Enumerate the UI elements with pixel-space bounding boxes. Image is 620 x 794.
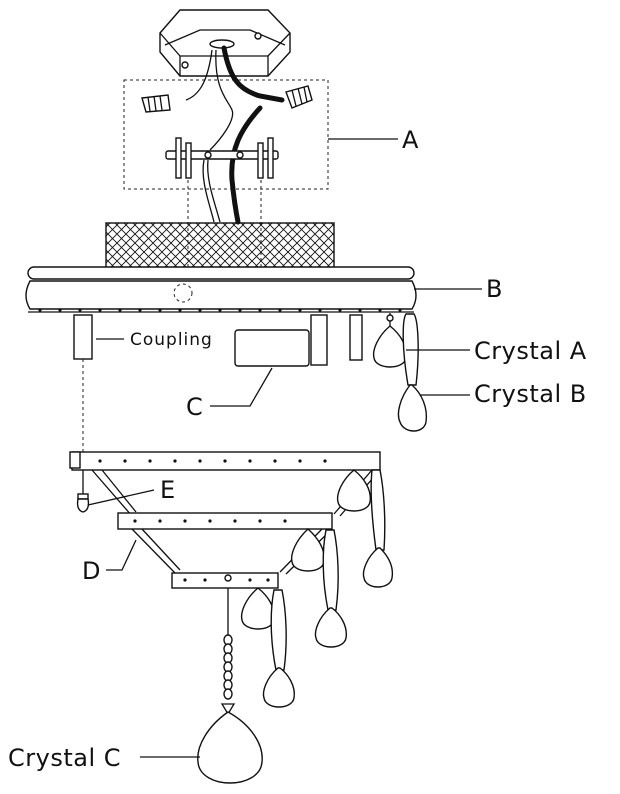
mounting-bar <box>165 137 279 179</box>
coupling-part <box>73 314 93 360</box>
crystal-a-drop <box>372 313 407 368</box>
label-crystal-b: Crystal B <box>474 380 587 408</box>
label-c: C <box>186 393 203 421</box>
chain <box>223 634 233 700</box>
label-crystal-a: Crystal A <box>474 337 587 365</box>
main-ring <box>25 266 417 313</box>
label-b: B <box>486 275 503 303</box>
label-d: D <box>82 557 101 585</box>
crystal-c-pendant <box>197 588 263 784</box>
middle-bar-holes <box>133 519 287 523</box>
bulb-e <box>76 470 90 513</box>
ring-holes <box>38 308 402 312</box>
top-bar-holes <box>98 459 327 463</box>
label-a: A <box>402 126 419 154</box>
label-crystal-c: Crystal C <box>8 744 121 772</box>
mesh-cover <box>105 222 335 270</box>
ceiling-canopy <box>159 9 291 77</box>
crystal-b-drop <box>397 313 428 432</box>
label-coupling: Coupling <box>130 330 213 350</box>
frame-crystals <box>240 469 394 708</box>
wire-nut-left <box>141 94 171 113</box>
wire-nut-right <box>285 85 313 109</box>
label-e: E <box>160 476 176 504</box>
lower-frame <box>69 451 381 589</box>
transformer-box <box>234 329 310 367</box>
